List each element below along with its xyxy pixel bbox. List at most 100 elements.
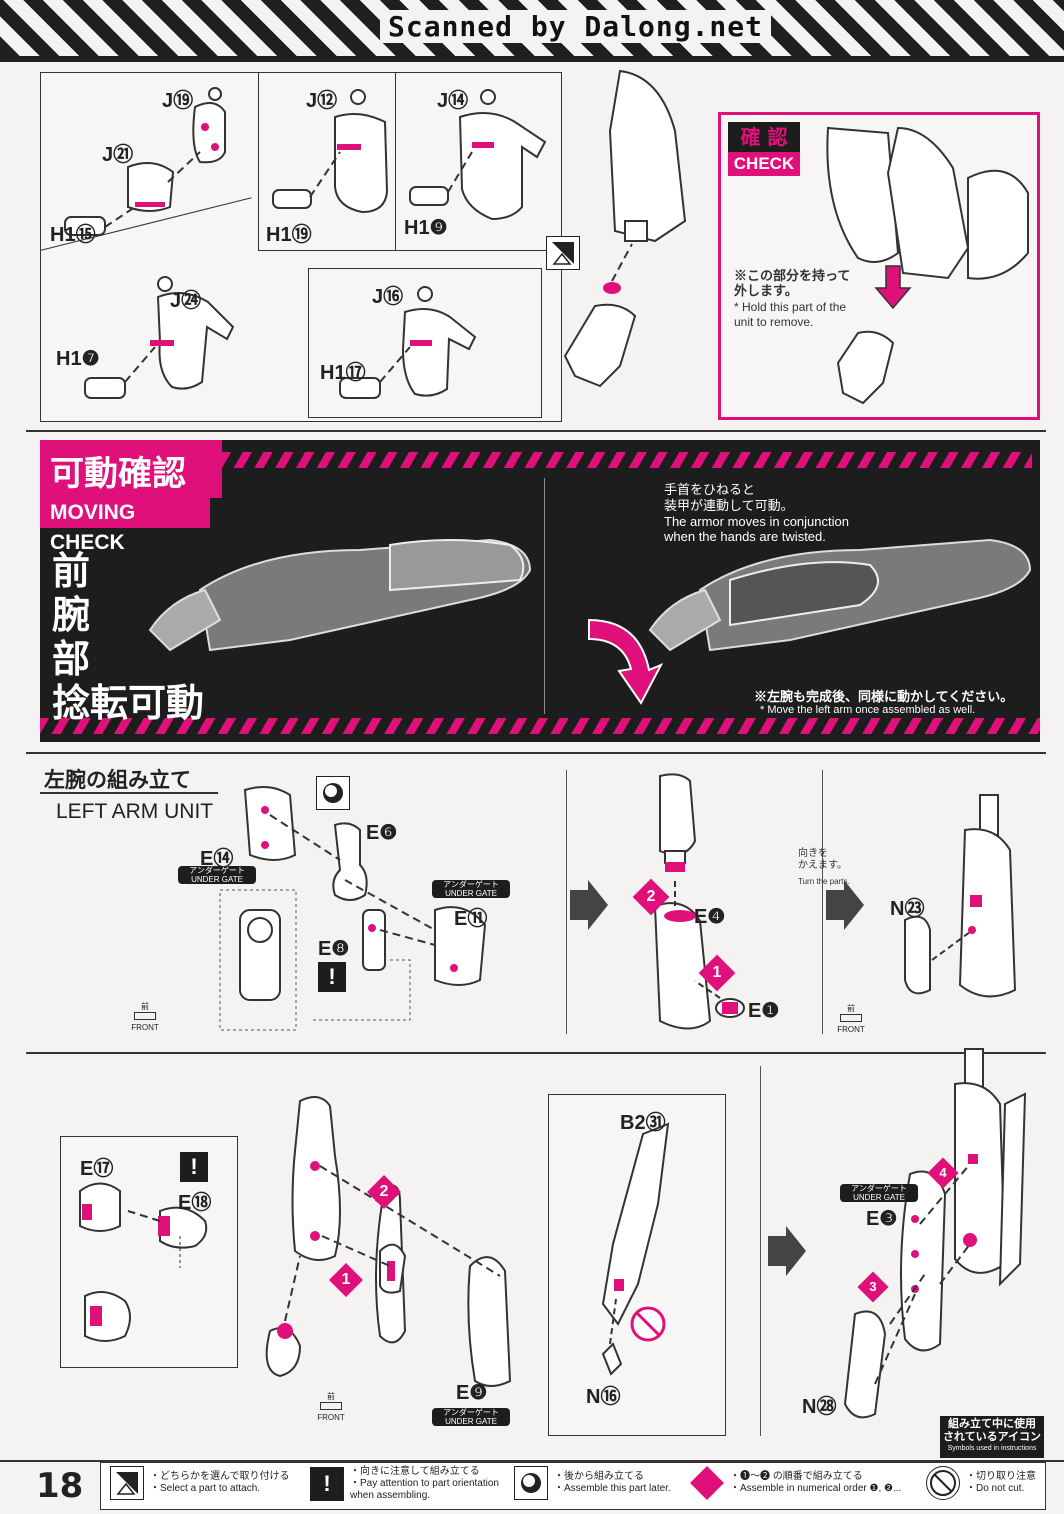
- select-part-icon: [110, 1466, 144, 1500]
- label-h1-15: H1⑮: [50, 224, 96, 246]
- legend-item-order: ・❶～❷ の順番で組み立てる・Assemble in numerical ord…: [690, 1466, 901, 1500]
- legend-item-attention: ! ・向きに注意して組み立てる・Pay attention to part or…: [310, 1466, 499, 1502]
- label-j24: J㉔: [170, 290, 202, 312]
- label-e3: E❸: [866, 1208, 898, 1230]
- label-n28: N㉘: [802, 1396, 837, 1418]
- front-indicator: 前 FRONT: [837, 1004, 865, 1034]
- front-indicator: 前 FRONT: [131, 1002, 159, 1032]
- step-num-4: 4: [927, 1157, 959, 1189]
- step-divider: [822, 770, 823, 1034]
- label-e11: E⑪: [454, 908, 488, 930]
- turn-parts-note-jp: 向きを かえます。: [798, 848, 847, 871]
- check-illustration: [826, 126, 1029, 405]
- label-h1-7: H1❼: [56, 348, 100, 370]
- legend-item-select: ・どちらかを選んで取り付ける・Select a part to attach.: [110, 1466, 290, 1500]
- attention-icon: !: [310, 1467, 344, 1501]
- label-j12: J⑫: [306, 90, 338, 112]
- select-part-icon: [546, 236, 580, 270]
- panel-divider: [258, 250, 560, 251]
- step-arrow-icon: [826, 880, 864, 930]
- assemble-later-icon: [316, 776, 350, 810]
- scanner-credit: Scanned by Dalong.net: [380, 10, 772, 43]
- moving-check-subtitle-4: 捻転可動: [52, 681, 205, 725]
- label-e14: E⑭: [200, 848, 234, 870]
- label-n16: N⑯: [586, 1386, 621, 1408]
- label-b2-31: B2㉛: [620, 1112, 666, 1134]
- left-arm-step-b-illustration: [653, 773, 745, 1030]
- left-arm-title-en: LEFT ARM UNIT: [56, 800, 214, 823]
- section-divider: [26, 430, 1046, 432]
- label-j21: J㉑: [102, 144, 134, 166]
- label-j19: J⑲: [162, 90, 194, 112]
- step-num-1: 1: [329, 1263, 363, 1297]
- check-note-en: * Hold this part of the unit to remove.: [734, 300, 847, 329]
- label-e18: E⑱: [178, 1192, 212, 1214]
- forearm-hand-illustration: [563, 69, 687, 388]
- left-arm-step-e-illustration: [843, 1048, 1027, 1419]
- label-h1-17: H1⑰: [320, 362, 366, 384]
- step-divider: [566, 770, 567, 1034]
- label-j14: J⑭: [437, 90, 469, 112]
- moving-check-footer-jp: ※左腕も完成後、同様に動かしてください。: [754, 689, 1014, 704]
- icons-legend-title-jp: 組み立て中に使用 されているアイコン: [942, 1418, 1042, 1443]
- panel-divider: [395, 72, 396, 250]
- b2-n16-illustration: [601, 1122, 670, 1376]
- label-e6: E❻: [366, 822, 398, 844]
- label-h1-19: H1⑲: [266, 224, 312, 246]
- step-arrow-icon: [570, 880, 608, 930]
- moving-check-divider: [544, 478, 545, 714]
- moving-check-note-en: The armor moves in conjunction when the …: [664, 514, 849, 544]
- moving-check-arm-before: [148, 538, 532, 652]
- attention-icon: !: [318, 962, 346, 992]
- check-note-jp: ※この部分を持って 外します。: [734, 268, 851, 298]
- icons-legend-title-en: Symbols used in instructions: [947, 1445, 1037, 1452]
- moving-check-title-en: MOVING CHECK: [40, 498, 210, 554]
- hand-parts-illustration: [64, 87, 547, 399]
- turn-parts-note-en: Turn the parts.: [798, 877, 850, 886]
- section-divider: [26, 1052, 1046, 1054]
- step-num-3: 3: [857, 1271, 889, 1303]
- step-num-2: 2: [632, 878, 670, 916]
- left-arm-title-jp: 左腕の組み立て: [44, 768, 191, 792]
- label-e8: E❽: [318, 938, 350, 960]
- do-not-cut-icon: [926, 1466, 960, 1500]
- left-arm-step-c-illustration: [904, 794, 1017, 998]
- label-e4: E❹: [694, 906, 726, 928]
- label-j16: J⑯: [372, 286, 404, 308]
- legend-item-cut: ・切り取り注意・Do not cut.: [926, 1466, 1036, 1500]
- step-arrow-icon: [768, 1226, 806, 1276]
- step-num-2: 2: [367, 1175, 401, 1209]
- step-num-1: 1: [698, 954, 736, 992]
- left-arm-step-d-illustration: [79, 1096, 512, 1387]
- label-e17: E⑰: [80, 1158, 114, 1180]
- legend-item-later: ・後から組み立てる・Assemble this part later.: [514, 1466, 671, 1500]
- check-title-jp: 確 認: [728, 122, 800, 152]
- numerical-order-icon: [690, 1466, 724, 1500]
- left-arm-step-a-illustration: [219, 785, 487, 1031]
- label-e1: E❶: [748, 1000, 780, 1022]
- front-indicator: 前 FRONT: [317, 1392, 345, 1422]
- twist-arrow-icon: [588, 618, 664, 705]
- moving-check-subtitle-3: 部: [52, 637, 91, 681]
- label-h1-9: H1❾: [404, 217, 448, 239]
- check-title-en: CHECK: [728, 152, 800, 176]
- moving-check-stripe-bottom: [40, 718, 1040, 734]
- moving-check-subtitle-2: 腕: [52, 593, 91, 637]
- moving-check-title-block: [40, 440, 222, 498]
- page-number: 18: [36, 1466, 84, 1506]
- moving-check-stripe: [222, 452, 1032, 468]
- moving-check-footer-en: * Move the left arm once assembled as we…: [760, 704, 976, 716]
- label-e9: E❾: [456, 1382, 488, 1404]
- label-n23: N㉓: [890, 898, 925, 920]
- moving-check-note-jp: 手首をひねると 装甲が連動して可動。: [664, 482, 794, 513]
- moving-check-title-jp: 可動確認: [50, 454, 186, 494]
- moving-check-subtitle-1: 前: [52, 549, 91, 593]
- icons-legend-title: 組み立て中に使用 されているアイコン Symbols used in instr…: [940, 1416, 1044, 1458]
- footer-legend-strip: [100, 1462, 1046, 1510]
- panel-divider: [258, 72, 259, 250]
- moving-check-arm-after: [648, 538, 1032, 652]
